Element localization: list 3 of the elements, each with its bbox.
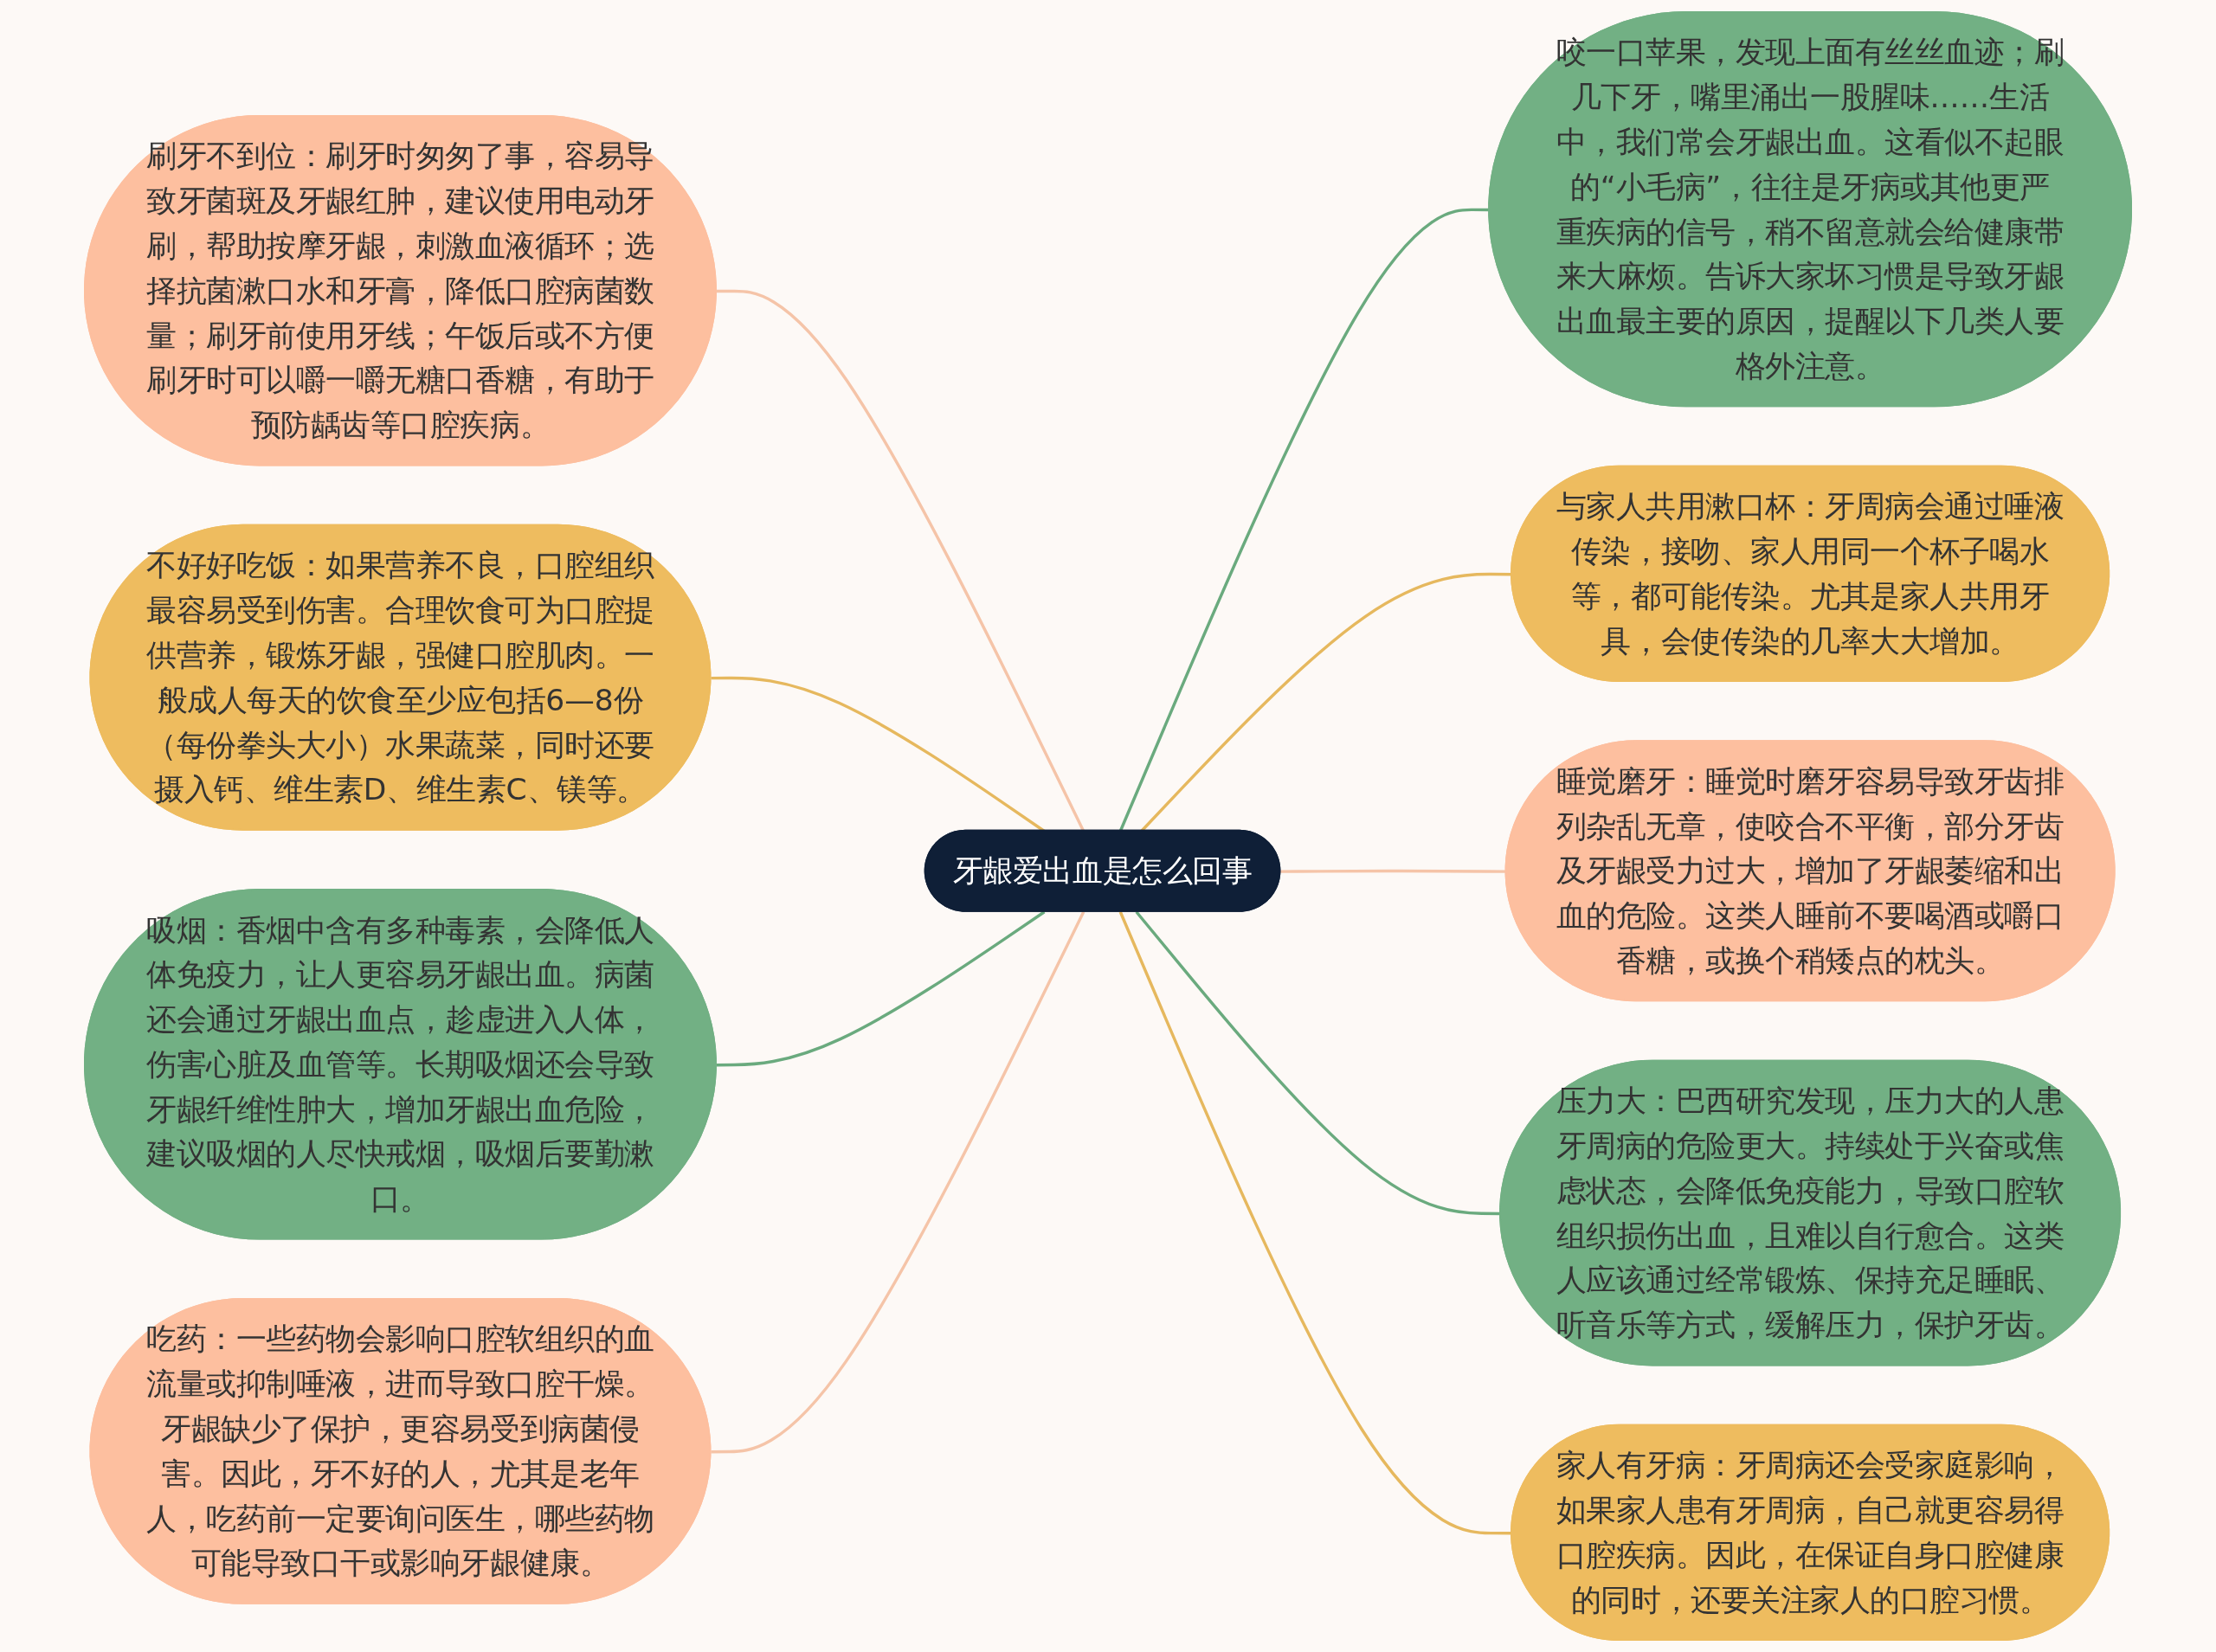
connector bbox=[1135, 910, 1501, 1216]
connector bbox=[716, 910, 1046, 1067]
connector bbox=[711, 911, 1085, 1454]
